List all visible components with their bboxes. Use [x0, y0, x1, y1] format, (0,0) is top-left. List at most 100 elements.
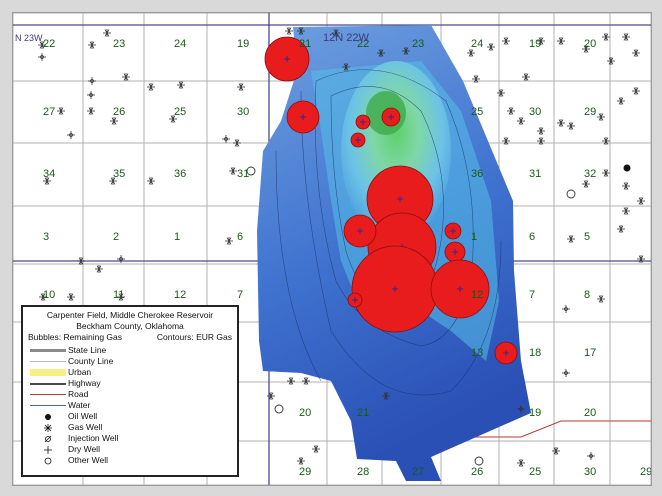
legend-title: Carpenter Field, Middle Cherokee Reservo… [46, 310, 214, 320]
dry-well-icon [38, 53, 46, 61]
dry-well-icon [517, 405, 525, 413]
gas-well-icon [517, 459, 525, 467]
dry-well-icon [222, 135, 230, 143]
remaining-gas-bubble[interactable] [430, 259, 490, 319]
section-number: 27 [412, 466, 424, 478]
gas-well-icon [597, 113, 605, 121]
section-number: 5 [584, 231, 590, 243]
remaining-gas-bubble[interactable] [381, 107, 401, 127]
gas-well-icon [617, 225, 625, 233]
urban-area-icon [28, 369, 68, 376]
gas-well-icon [103, 29, 111, 37]
gas-well-icon [617, 97, 625, 105]
section-number: 31 [529, 168, 541, 180]
section-number: 36 [471, 168, 483, 180]
gas-well-icon [567, 122, 575, 130]
legend-item: State Line [28, 345, 232, 356]
section-number: 2 [113, 231, 119, 243]
remaining-gas-bubble[interactable] [351, 245, 439, 333]
remaining-gas-bubbles [264, 36, 518, 365]
section-number: 3 [43, 231, 49, 243]
remaining-gas-bubble[interactable] [444, 241, 466, 263]
gas-well-icon [342, 63, 350, 71]
section-number: 32 [584, 168, 596, 180]
remaining-gas-bubble[interactable] [343, 214, 377, 248]
gas-well-icon [332, 29, 340, 37]
gas-well-icon [552, 447, 560, 455]
remaining-gas-bubble[interactable] [264, 36, 310, 82]
remaining-gas-bubble[interactable] [355, 114, 371, 130]
section-number: 24 [471, 38, 483, 50]
gas-well-icon [237, 83, 245, 91]
legend-item-label: Gas Well [68, 422, 103, 432]
section-number: 30 [529, 106, 541, 118]
gas-well-icon [567, 235, 575, 243]
gas-well-icon [302, 377, 310, 385]
other-well-icon [474, 456, 484, 466]
legend-item: Other Well [28, 455, 232, 466]
remaining-gas-bubble[interactable] [494, 341, 518, 365]
section-number: 21 [357, 407, 369, 419]
gas-well-icon [537, 127, 545, 135]
remaining-gas-bubble[interactable] [347, 292, 363, 308]
legend-item-label: Oil Well [68, 411, 98, 421]
gas-well-icon [169, 115, 177, 123]
section-number: 24 [174, 38, 186, 50]
legend-item-label: Dry Well [68, 444, 100, 454]
gas-well-icon [402, 47, 410, 55]
legend-item-label: Water [68, 400, 91, 410]
gas-well-icon [297, 27, 305, 35]
gas-well-icon [472, 75, 480, 83]
gas-well-icon [87, 107, 95, 115]
gas-well-icon [382, 392, 390, 400]
gas-well-icon [297, 457, 305, 465]
dry-well-icon [117, 255, 125, 263]
gas-well-icon [602, 137, 610, 145]
water-icon [28, 405, 68, 406]
gas-well-icon [602, 169, 610, 177]
legend-item: Oil Well [28, 411, 232, 422]
remaining-gas-bubble[interactable] [350, 132, 366, 148]
dry-well-icon [88, 77, 96, 85]
section-number: 31 [237, 168, 249, 180]
remaining-gas-bubble[interactable] [286, 100, 320, 134]
legend-item-label: County Line [68, 356, 114, 366]
gas-well-icon [632, 87, 640, 95]
section-number: 36 [174, 168, 186, 180]
legend-item: Urban [28, 367, 232, 378]
section-number: 23 [113, 38, 125, 50]
gas-well-icon [109, 177, 117, 185]
gas-well-icon [147, 177, 155, 185]
section-number: 11 [113, 289, 124, 301]
gas-well-icon [502, 37, 510, 45]
section-number: 20 [584, 407, 596, 419]
oil-well-icon [28, 412, 68, 422]
gas-well-icon [38, 41, 46, 49]
section-number: 27 [43, 106, 55, 118]
gas-well-icon [43, 177, 51, 185]
section-number: 34 [43, 168, 55, 180]
section-number: 13 [471, 347, 483, 359]
state-line-icon [28, 349, 68, 352]
dry-well-icon [562, 369, 570, 377]
other-well-icon [246, 166, 256, 176]
dry-well-icon [67, 131, 75, 139]
section-number: 30 [584, 466, 596, 478]
section-number: 20 [299, 407, 311, 419]
gas-well-icon [28, 423, 68, 433]
section-number: 29 [584, 106, 596, 118]
gas-well-icon [267, 392, 275, 400]
gas-well-icon [602, 33, 610, 41]
section-number: 7 [237, 289, 243, 301]
gas-well-icon [225, 237, 233, 245]
remaining-gas-bubble[interactable] [444, 222, 462, 240]
gas-well-icon [537, 37, 545, 45]
township-label: 12N 22W [323, 32, 369, 44]
section-number: 23 [412, 38, 424, 50]
section-number: 30 [237, 106, 249, 118]
section-number: 8 [584, 289, 590, 301]
road-line [471, 420, 651, 438]
gas-well-icon [582, 45, 590, 53]
